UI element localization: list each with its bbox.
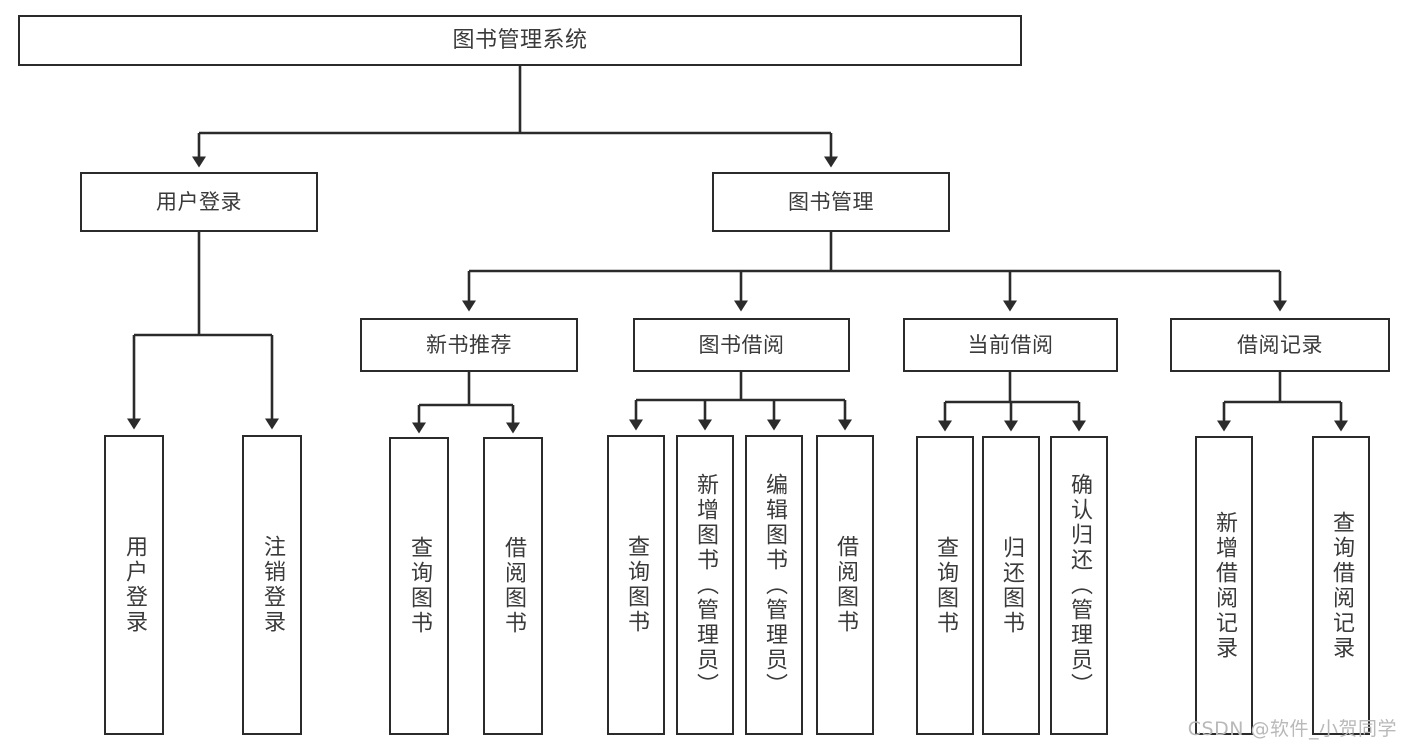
node-leaf-confirm-return[interactable]: 确认归还（管理员） [1050,436,1108,735]
node-leaf-user-logout[interactable]: 注销登录 [242,435,302,735]
node-book-management-label: 图书管理 [788,189,874,214]
node-new-book-recommend-label: 新书推荐 [426,332,512,357]
node-leaf-add-book-label: 新增图书（管理员） [693,472,718,698]
node-leaf-edit-book-label: 编辑图书（管理员） [762,472,787,698]
node-leaf-query-record-label: 查询借阅记录 [1329,510,1354,661]
node-book-borrow[interactable]: 图书借阅 [633,318,850,372]
node-current-borrow[interactable]: 当前借阅 [903,318,1118,372]
node-root-system-label: 图书管理系统 [452,27,588,53]
node-leaf-query-book-1-label: 查询图书 [407,536,432,636]
node-leaf-borrow-book-2[interactable]: 借阅图书 [816,435,874,735]
node-user-login-label: 用户登录 [156,189,242,214]
node-borrow-record-label: 借阅记录 [1237,332,1323,357]
node-leaf-borrow-book-1[interactable]: 借阅图书 [483,437,543,735]
node-leaf-user-login[interactable]: 用户登录 [104,435,164,735]
node-new-book-recommend[interactable]: 新书推荐 [360,318,578,372]
node-leaf-return-book-label: 归还图书 [999,535,1024,636]
node-leaf-borrow-book-1-label: 借阅图书 [501,536,526,636]
node-root-system[interactable]: 图书管理系统 [18,15,1022,66]
node-leaf-add-record-label: 新增借阅记录 [1212,510,1237,661]
node-leaf-query-record[interactable]: 查询借阅记录 [1312,436,1370,735]
node-leaf-query-book-3-label: 查询图书 [933,535,958,636]
node-current-borrow-label: 当前借阅 [967,332,1054,357]
node-leaf-user-login-label: 用户登录 [122,535,147,635]
node-leaf-add-book[interactable]: 新增图书（管理员） [676,435,734,735]
node-leaf-confirm-return-label: 确认归还（管理员） [1067,473,1092,698]
node-leaf-query-book-2-label: 查询图书 [624,535,649,635]
node-book-borrow-label: 图书借阅 [698,332,785,357]
node-leaf-borrow-book-2-label: 借阅图书 [833,535,858,635]
node-borrow-record[interactable]: 借阅记录 [1170,318,1390,372]
node-leaf-return-book[interactable]: 归还图书 [982,436,1040,735]
node-leaf-add-record[interactable]: 新增借阅记录 [1195,436,1253,735]
node-leaf-user-logout-label: 注销登录 [260,535,285,635]
node-user-login[interactable]: 用户登录 [80,172,318,232]
node-leaf-query-book-2[interactable]: 查询图书 [607,435,665,735]
node-leaf-query-book-1[interactable]: 查询图书 [389,437,449,735]
watermark-text: CSDN @软件_小贺同学 [1187,718,1397,740]
node-leaf-edit-book[interactable]: 编辑图书（管理员） [745,435,803,735]
node-book-management[interactable]: 图书管理 [712,172,950,232]
node-leaf-query-book-3[interactable]: 查询图书 [916,436,974,735]
